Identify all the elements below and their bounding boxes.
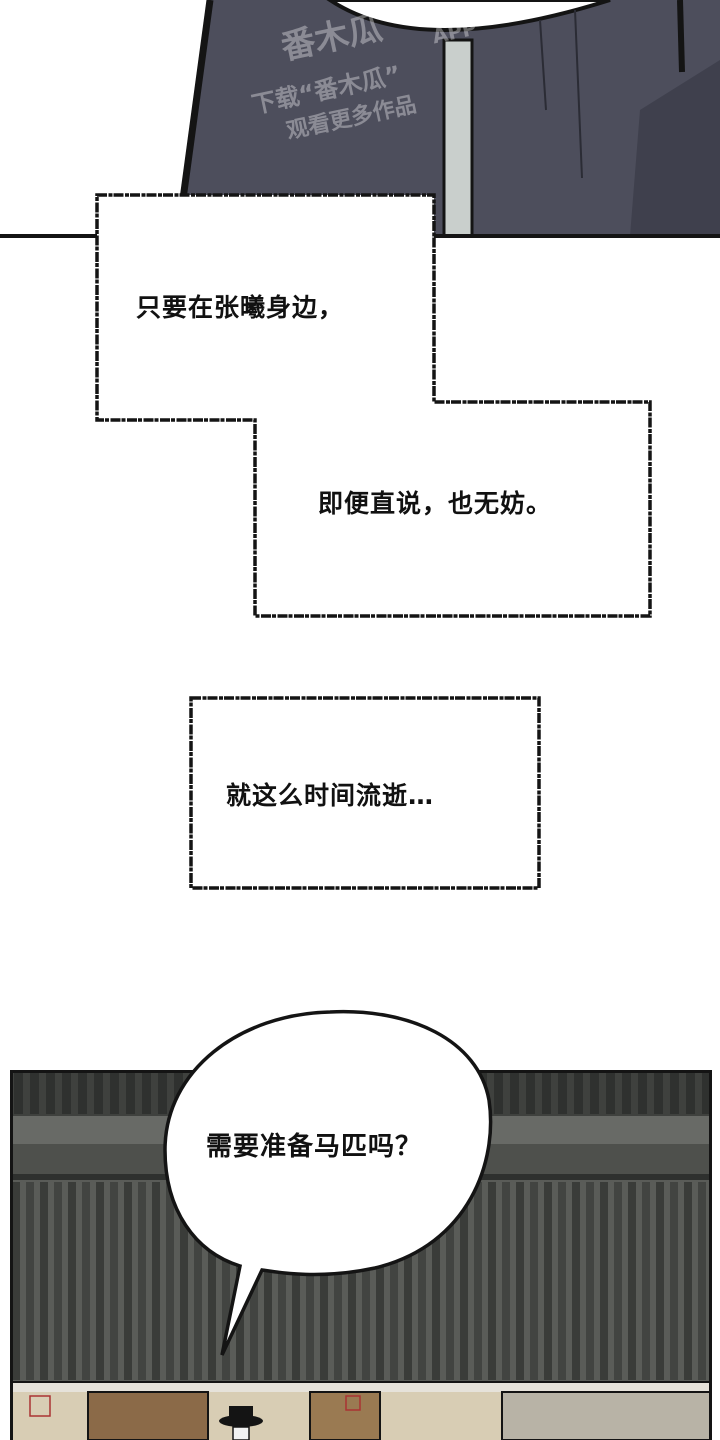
roof-tile <box>574 1073 583 1114</box>
roof-tile <box>558 1182 566 1380</box>
top-panel: 番木瓜 APP 下载“番木瓜” 观看更多作品 <box>0 0 720 240</box>
roof-tile <box>526 1073 535 1114</box>
roof-tile <box>96 1182 104 1380</box>
roof-tile <box>446 1182 454 1380</box>
roof-tile <box>208 1182 216 1380</box>
roof-tile <box>432 1182 440 1380</box>
roof-tile <box>62 1073 71 1114</box>
roof-tile <box>670 1182 678 1380</box>
roof-tile <box>166 1182 174 1380</box>
roof-tile <box>13 1182 20 1380</box>
roof-tile <box>306 1182 314 1380</box>
roof-tile <box>40 1182 48 1380</box>
roof-tile <box>670 1073 679 1114</box>
roof-tile <box>362 1182 370 1380</box>
roof-tile <box>94 1073 103 1114</box>
roof-tile <box>158 1073 167 1114</box>
roof-tile <box>404 1182 412 1380</box>
caption-box-3 <box>189 696 541 890</box>
roof-tile <box>124 1182 132 1380</box>
roof-tile <box>194 1182 202 1380</box>
roof-tile <box>654 1073 663 1114</box>
roof-tile <box>110 1182 118 1380</box>
roof-tile <box>390 1182 398 1380</box>
roof-tile <box>376 1182 384 1380</box>
caption-text-1: 只要在张曦身边， <box>136 293 345 322</box>
roof-tile <box>30 1073 39 1114</box>
robe-illustration <box>0 0 720 238</box>
roof-tile <box>142 1073 151 1114</box>
roof-tile <box>530 1182 538 1380</box>
roof-tile <box>600 1182 608 1380</box>
roof-tile <box>586 1182 594 1380</box>
roof-tile <box>572 1182 580 1380</box>
roof-tile <box>622 1073 631 1114</box>
roof-tile <box>126 1073 135 1114</box>
roof-tile <box>26 1182 34 1380</box>
caption-text-2: 即便直说，也无妨。 <box>318 489 553 518</box>
speech-bubble <box>163 1009 493 1356</box>
roof-tile <box>510 1073 519 1114</box>
roof-tile <box>702 1073 709 1114</box>
roof-tile <box>46 1073 55 1114</box>
caption-text-3: 就这么时间流逝… <box>226 781 435 810</box>
roof-tile <box>474 1182 482 1380</box>
roof-tile <box>590 1073 599 1114</box>
roof-tile <box>78 1073 87 1114</box>
roof-tile <box>684 1182 692 1380</box>
roof-tile <box>292 1182 300 1380</box>
roof-tile <box>460 1182 468 1380</box>
roof-tile <box>320 1182 328 1380</box>
roof-tile <box>180 1182 188 1380</box>
caption-box-stepped <box>95 193 652 618</box>
roof-tile <box>614 1182 622 1380</box>
roof-tile <box>628 1182 636 1380</box>
roof-tile <box>516 1182 524 1380</box>
roof-tile <box>542 1073 551 1114</box>
roof-tile <box>152 1182 160 1380</box>
roof-tile <box>558 1073 567 1114</box>
roof-tile <box>544 1182 552 1380</box>
roof-tile <box>348 1182 356 1380</box>
roof-tile <box>698 1182 706 1380</box>
roof-tile <box>68 1182 76 1380</box>
speech-text: 需要准备马匹吗？ <box>206 1132 423 1162</box>
roof-tile <box>638 1073 647 1114</box>
roof-tile <box>494 1073 503 1114</box>
roof-tile <box>138 1182 146 1380</box>
roof-tile <box>488 1182 496 1380</box>
roof-tile <box>54 1182 62 1380</box>
roof-tile <box>686 1073 695 1114</box>
roof-tile <box>642 1182 650 1380</box>
roof-tile <box>264 1182 272 1380</box>
roof-tile <box>222 1182 230 1380</box>
roof-tile <box>334 1182 342 1380</box>
roof-tile <box>14 1073 23 1114</box>
roof-tile <box>278 1182 286 1380</box>
roof-tile <box>502 1182 510 1380</box>
roof-tile <box>82 1182 90 1380</box>
roof-tile <box>656 1182 664 1380</box>
roof-tile <box>606 1073 615 1114</box>
roof-tile <box>418 1182 426 1380</box>
roof-tile <box>110 1073 119 1114</box>
